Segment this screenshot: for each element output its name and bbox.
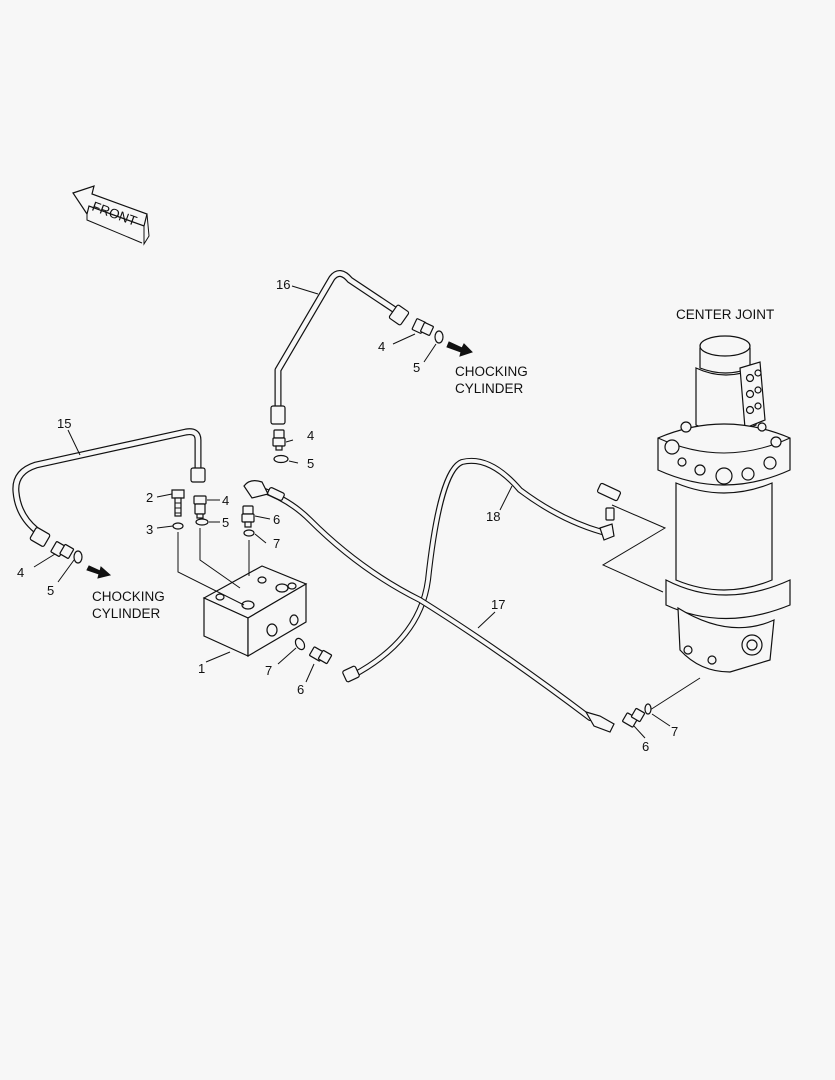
fitting-18-end	[596, 482, 622, 521]
leader-center-joint-lower	[649, 677, 701, 711]
destination-right-line1: CHOCKING	[455, 364, 528, 379]
fitting-4-right	[411, 318, 434, 336]
destination-left-line2: CYLINDER	[92, 606, 161, 621]
callout-3: 3	[146, 522, 153, 537]
o-ring-7-lower-right	[644, 703, 652, 715]
callout-4: 4	[17, 565, 24, 580]
pipe-16	[270, 270, 410, 425]
o-ring-7-upper	[243, 529, 255, 537]
center-joint: CENTER JOINT	[657, 307, 791, 673]
leader-lines	[33, 285, 671, 739]
callout-4: 4	[222, 493, 229, 508]
o-ring-5-right	[434, 330, 444, 344]
hose-18	[342, 457, 615, 683]
callout-5: 5	[307, 456, 314, 471]
bolt-2	[171, 489, 185, 517]
callout-16: 16	[276, 277, 290, 292]
callout-4: 4	[307, 428, 314, 443]
callout-7: 7	[265, 663, 272, 678]
center-joint-label: CENTER JOINT	[676, 307, 774, 322]
flow-arrow-right	[446, 341, 473, 357]
assembly-line-bolt	[177, 532, 245, 606]
flow-arrow-left	[86, 565, 112, 579]
callout-1: 1	[198, 661, 205, 676]
o-ring-7-block	[294, 637, 306, 651]
fitting-4-mid	[272, 429, 286, 451]
callout-5: 5	[413, 360, 420, 375]
hose-17	[243, 480, 615, 733]
callout-15: 15	[57, 416, 71, 431]
washer-3	[172, 522, 184, 530]
fitting-4-left	[193, 495, 207, 519]
destination-left-line1: CHOCKING	[92, 589, 165, 604]
callout-4: 4	[378, 339, 385, 354]
callout-6: 6	[273, 512, 280, 527]
callout-6: 6	[642, 739, 649, 754]
fitting-4-lower-left	[50, 541, 75, 559]
fitting-6-upper	[241, 505, 255, 528]
pipe-15	[12, 428, 206, 547]
destination-right-line2: CYLINDER	[455, 381, 524, 396]
o-ring-5-mid	[273, 454, 289, 464]
callout-7: 7	[671, 724, 678, 739]
callout-17: 17	[491, 597, 505, 612]
callout-5: 5	[47, 583, 54, 598]
callout-18: 18	[486, 509, 500, 524]
callout-5: 5	[222, 515, 229, 530]
fitting-6-block	[309, 646, 333, 665]
o-ring-5-left	[195, 518, 209, 526]
valve-block-1	[202, 565, 308, 658]
leader-center-joint-upper	[601, 504, 667, 593]
front-arrow: FRONT	[72, 185, 150, 246]
assembly-line-fitting	[199, 528, 241, 589]
callout-7: 7	[273, 536, 280, 551]
callout-2: 2	[146, 490, 153, 505]
callout-6: 6	[297, 682, 304, 697]
o-ring-5-lower-left	[73, 550, 83, 564]
fitting-6-lower-right	[622, 707, 646, 728]
